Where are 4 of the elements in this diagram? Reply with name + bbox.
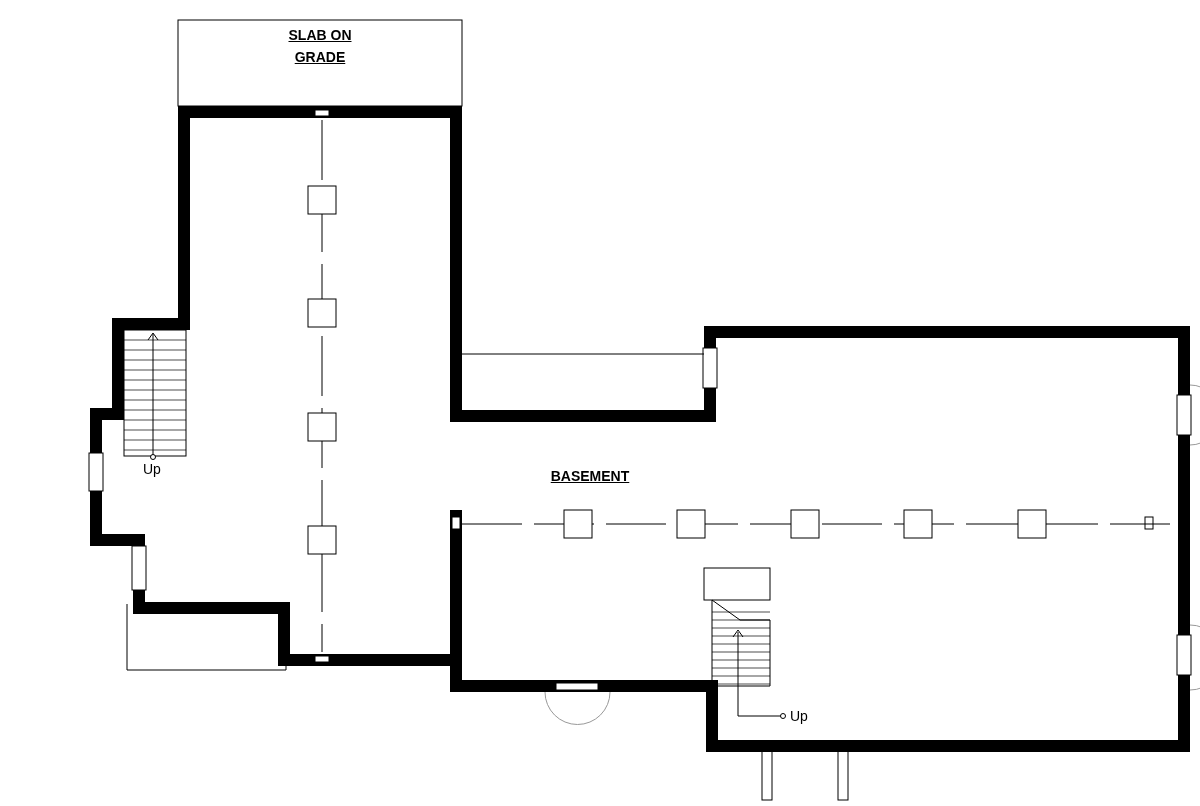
room-label: BASEMENT bbox=[549, 467, 631, 486]
stair-label: Up bbox=[790, 708, 808, 724]
stair-label: Up bbox=[143, 461, 161, 477]
area-label: SLAB ON GRADE bbox=[287, 26, 353, 67]
